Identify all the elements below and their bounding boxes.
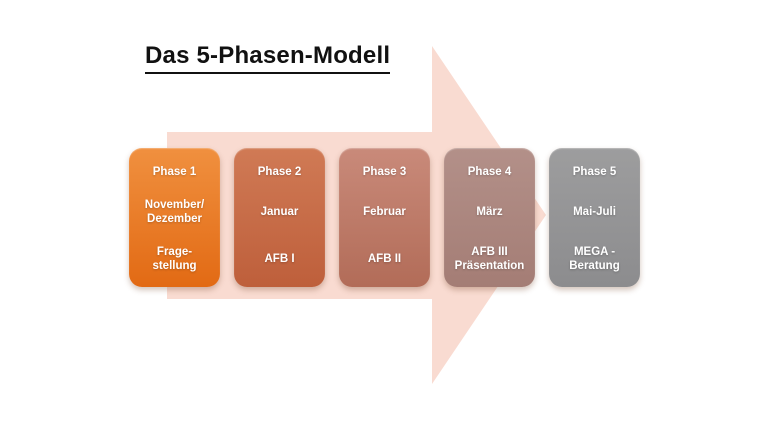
- phase-box-3: Phase 3 Februar AFB II: [339, 148, 430, 287]
- phase-label: Phase 3: [362, 166, 407, 178]
- phase-box-2: Phase 2 Januar AFB I: [234, 148, 325, 287]
- phase-description: AFB II: [367, 253, 402, 265]
- phase-label: Phase 5: [572, 166, 617, 178]
- phase-box-1: Phase 1 November/ Dezember Frage- stellu…: [129, 148, 220, 287]
- phase-description: Frage- stellung: [152, 246, 197, 272]
- phase-period: Januar: [260, 205, 299, 218]
- phase-description: AFB III Präsentation: [454, 246, 525, 272]
- phase-box-5: Phase 5 Mai-Juli MEGA - Beratung: [549, 148, 640, 287]
- slide-title: Das 5-Phasen-Modell: [145, 42, 391, 74]
- phase-description: AFB I: [264, 253, 295, 265]
- phase-label: Phase 2: [257, 166, 302, 178]
- phase-period: Mai-Juli: [573, 205, 616, 218]
- phase-period: März: [476, 205, 503, 218]
- phase-description: MEGA - Beratung: [569, 246, 620, 272]
- phase-box-4: Phase 4 März AFB III Präsentation: [444, 148, 535, 287]
- phase-label: Phase 4: [467, 166, 512, 178]
- phase-period: Februar: [363, 205, 406, 218]
- phase-label: Phase 1: [152, 166, 197, 178]
- phase-period: November/ Dezember: [144, 198, 205, 225]
